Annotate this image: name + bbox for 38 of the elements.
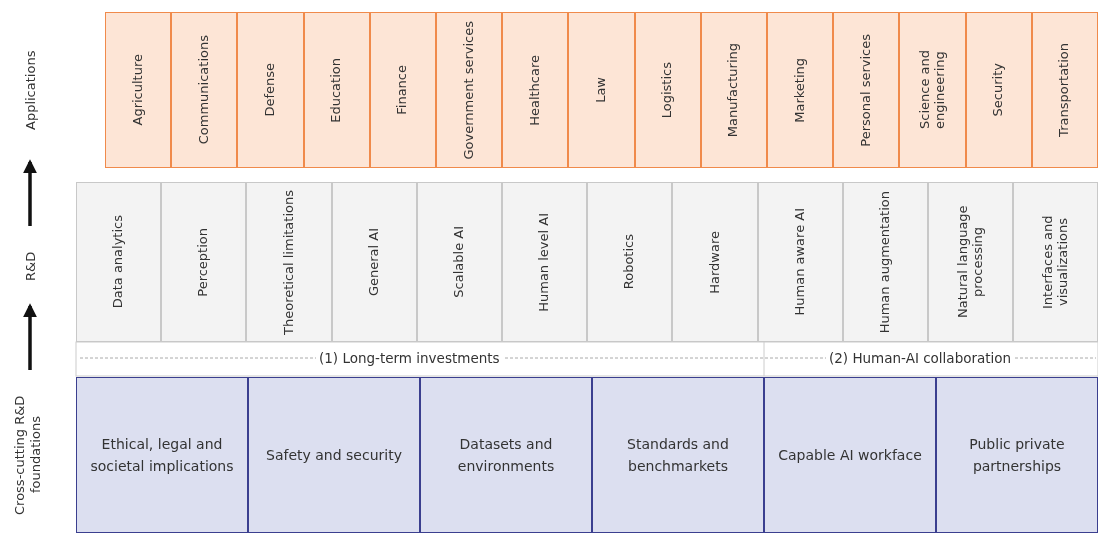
research-cell: Human augmentation: [842, 182, 928, 342]
side-label: Cross-cutting R&D foundations: [11, 394, 44, 517]
application-cell: Marketing: [767, 12, 834, 168]
application-cell: Healthcare: [502, 12, 569, 168]
foundation-cell: Safety and security: [248, 377, 420, 533]
foundation-cell: Public private partnerships: [936, 377, 1098, 533]
research-cell: Perception: [161, 182, 247, 342]
foundation-cell: Capable AI workface: [764, 377, 936, 533]
research-cell: Robotics: [587, 182, 673, 342]
group-label: (1) Long-term investments: [316, 350, 503, 366]
research-cell: Scalable AI: [416, 182, 502, 342]
application-cell: Law: [568, 12, 635, 168]
research-cell: Theoretical limitations: [246, 182, 332, 342]
application-cell: Government services: [436, 12, 503, 168]
application-cell: Finance: [369, 12, 436, 168]
research-cell: Data analytics: [76, 182, 162, 342]
side-label: Applications: [22, 49, 40, 132]
application-cell: Defense: [237, 12, 304, 168]
application-cell: Personal services: [833, 12, 900, 168]
application-cell: Transportation: [1031, 12, 1098, 168]
application-cell: Security: [965, 12, 1032, 168]
research-cell: Interfaces and visualizations: [1013, 182, 1098, 342]
foundation-cell: Ethical, legal and societal implications: [76, 377, 248, 533]
application-cell: Communications: [171, 12, 238, 168]
application-cell: Manufacturing: [700, 12, 767, 168]
research-cell: Human level AI: [502, 182, 588, 342]
application-cell: Science and engineering: [899, 12, 966, 168]
research-cell: Natural language processing: [928, 182, 1014, 342]
research-cell: General AI: [331, 182, 417, 342]
foundation-cell: Datasets and environments: [420, 377, 592, 533]
research-cell: Hardware: [672, 182, 758, 342]
application-cell: Agriculture: [105, 12, 172, 168]
group-label: (2) Human-AI collaboration: [826, 350, 1015, 366]
foundation-cell: Standards and benchmarkets: [592, 377, 764, 533]
application-cell: Logistics: [634, 12, 701, 168]
research-cell: Human aware AI: [757, 182, 843, 342]
application-cell: Education: [303, 12, 370, 168]
side-label: R&D: [22, 250, 40, 283]
